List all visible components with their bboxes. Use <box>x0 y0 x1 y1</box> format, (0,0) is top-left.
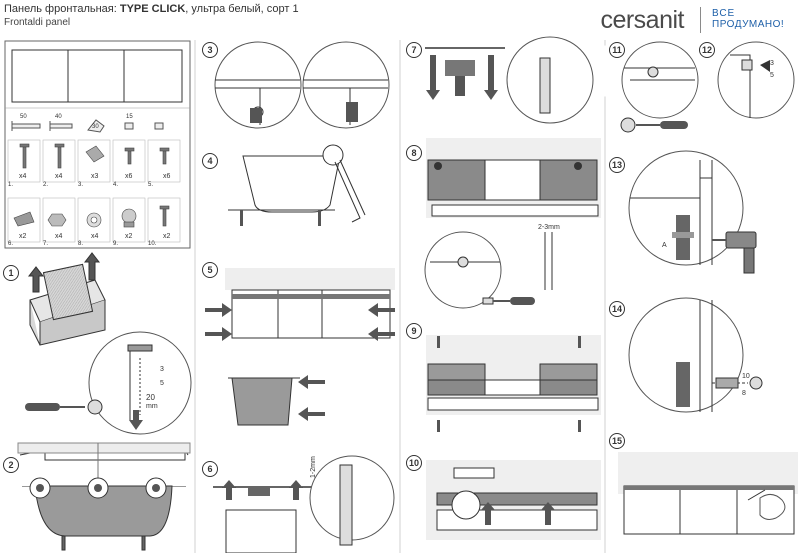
s12-dim-b: 5 <box>770 72 774 79</box>
page-subtitle: Frontaldi panel <box>4 17 71 28</box>
brand-tagline-2: ПРОДУМАНО! <box>712 19 785 30</box>
part-num-7: 7. <box>43 241 49 247</box>
s1-dim-c: 20 <box>146 393 155 402</box>
s1-dim-a: 3 <box>160 366 164 373</box>
brand-logo: cersanit <box>600 6 684 34</box>
step-badge-13: 13 <box>609 157 625 173</box>
s13-label-a: A <box>662 242 667 249</box>
part-qty-9: x2 <box>125 233 133 240</box>
part-qty-10: x2 <box>163 233 171 240</box>
step-badge-10: 10 <box>406 455 422 471</box>
brand-tagline-1: ВСЕ <box>712 8 736 19</box>
part-qty-4: x6 <box>125 173 133 180</box>
dim-label-3: 30 <box>92 124 99 130</box>
step-badge-6: 6 <box>202 461 218 477</box>
s8-gap-label: 2-3mm <box>538 224 560 231</box>
step-badge-11: 11 <box>609 42 625 58</box>
step-badge-15: 15 <box>609 433 625 449</box>
part-qty-1: x4 <box>19 173 27 180</box>
part-num-2: 2. <box>43 182 49 188</box>
step-badge-2: 2 <box>3 457 19 473</box>
page-title: Панель фронтальная: TYPE CLICK, ультра б… <box>4 3 299 15</box>
part-qty-3: x3 <box>91 173 99 180</box>
step-badge-12: 12 <box>699 42 715 58</box>
title-suffix: , ультра белый, сорт 1 <box>185 3 299 15</box>
s1-dim-unit: mm <box>146 403 158 410</box>
step-badge-8: 8 <box>406 145 422 161</box>
part-qty-8: x4 <box>91 233 99 240</box>
part-num-8: 8. <box>78 241 84 247</box>
step-badge-5: 5 <box>202 262 218 278</box>
title-prefix: Панель фронтальная: <box>4 3 120 15</box>
step-badge-14: 14 <box>609 301 625 317</box>
part-num-10: 10. <box>148 241 157 247</box>
part-qty-5: x6 <box>163 173 171 180</box>
s14-dim-b: 8 <box>742 390 746 397</box>
step-badge-3: 3 <box>202 42 218 58</box>
part-num-6: 6. <box>8 241 14 247</box>
step-badge-1: 1 <box>3 265 19 281</box>
part-qty-6: x2 <box>19 233 27 240</box>
part-qty-2: x4 <box>55 173 63 180</box>
title-bold: TYPE CLICK <box>119 3 186 15</box>
part-num-4: 4. <box>113 182 119 188</box>
s14-dim-a: 10 <box>742 373 750 380</box>
step-badge-4: 4 <box>202 153 218 169</box>
part-num-9: 9. <box>113 241 119 247</box>
part-num-3: 3. <box>78 182 84 188</box>
part-num-1: 1. <box>8 182 14 188</box>
part-num-5: 5. <box>148 182 154 188</box>
dim-label-4: 15 <box>126 114 133 120</box>
dim-label-1: 50 <box>20 114 27 120</box>
step-badge-7: 7 <box>406 42 422 58</box>
s12-dim-a: 3 <box>770 60 774 67</box>
brand-divider <box>700 7 701 33</box>
step-badge-9: 9 <box>406 323 422 339</box>
dim-label-2: 40 <box>55 114 62 120</box>
s6-gap-label: 1-2mm <box>310 456 317 478</box>
s1-dim-b: 5 <box>160 380 164 387</box>
part-qty-7: x4 <box>55 233 63 240</box>
